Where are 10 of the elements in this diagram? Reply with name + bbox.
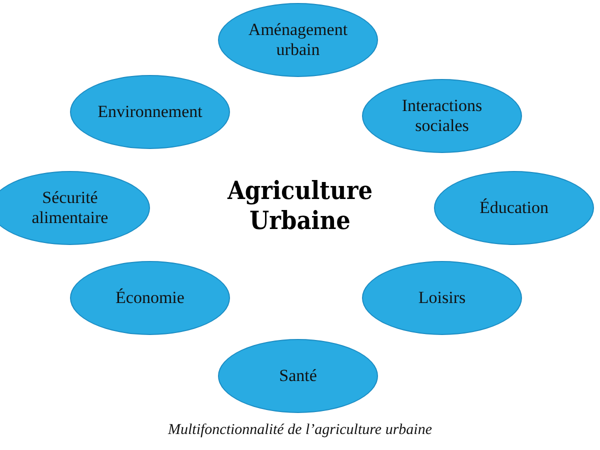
topic-label: Santé bbox=[278, 366, 318, 386]
topic-label: Éducation bbox=[478, 198, 550, 218]
topic-label: Environnement bbox=[96, 102, 204, 122]
topic-label: Aménagement urbain bbox=[247, 20, 349, 60]
topic-label: Sécurité alimentaire bbox=[30, 188, 110, 228]
topic-label: Interactions sociales bbox=[400, 96, 484, 136]
topic-label: Loisirs bbox=[417, 288, 467, 308]
topic-label: Économie bbox=[114, 288, 186, 308]
figure-caption: Multifonctionnalité de l’agriculture urbaine bbox=[166, 422, 433, 439]
central-title: Agriculture Urbaine bbox=[226, 176, 374, 236]
